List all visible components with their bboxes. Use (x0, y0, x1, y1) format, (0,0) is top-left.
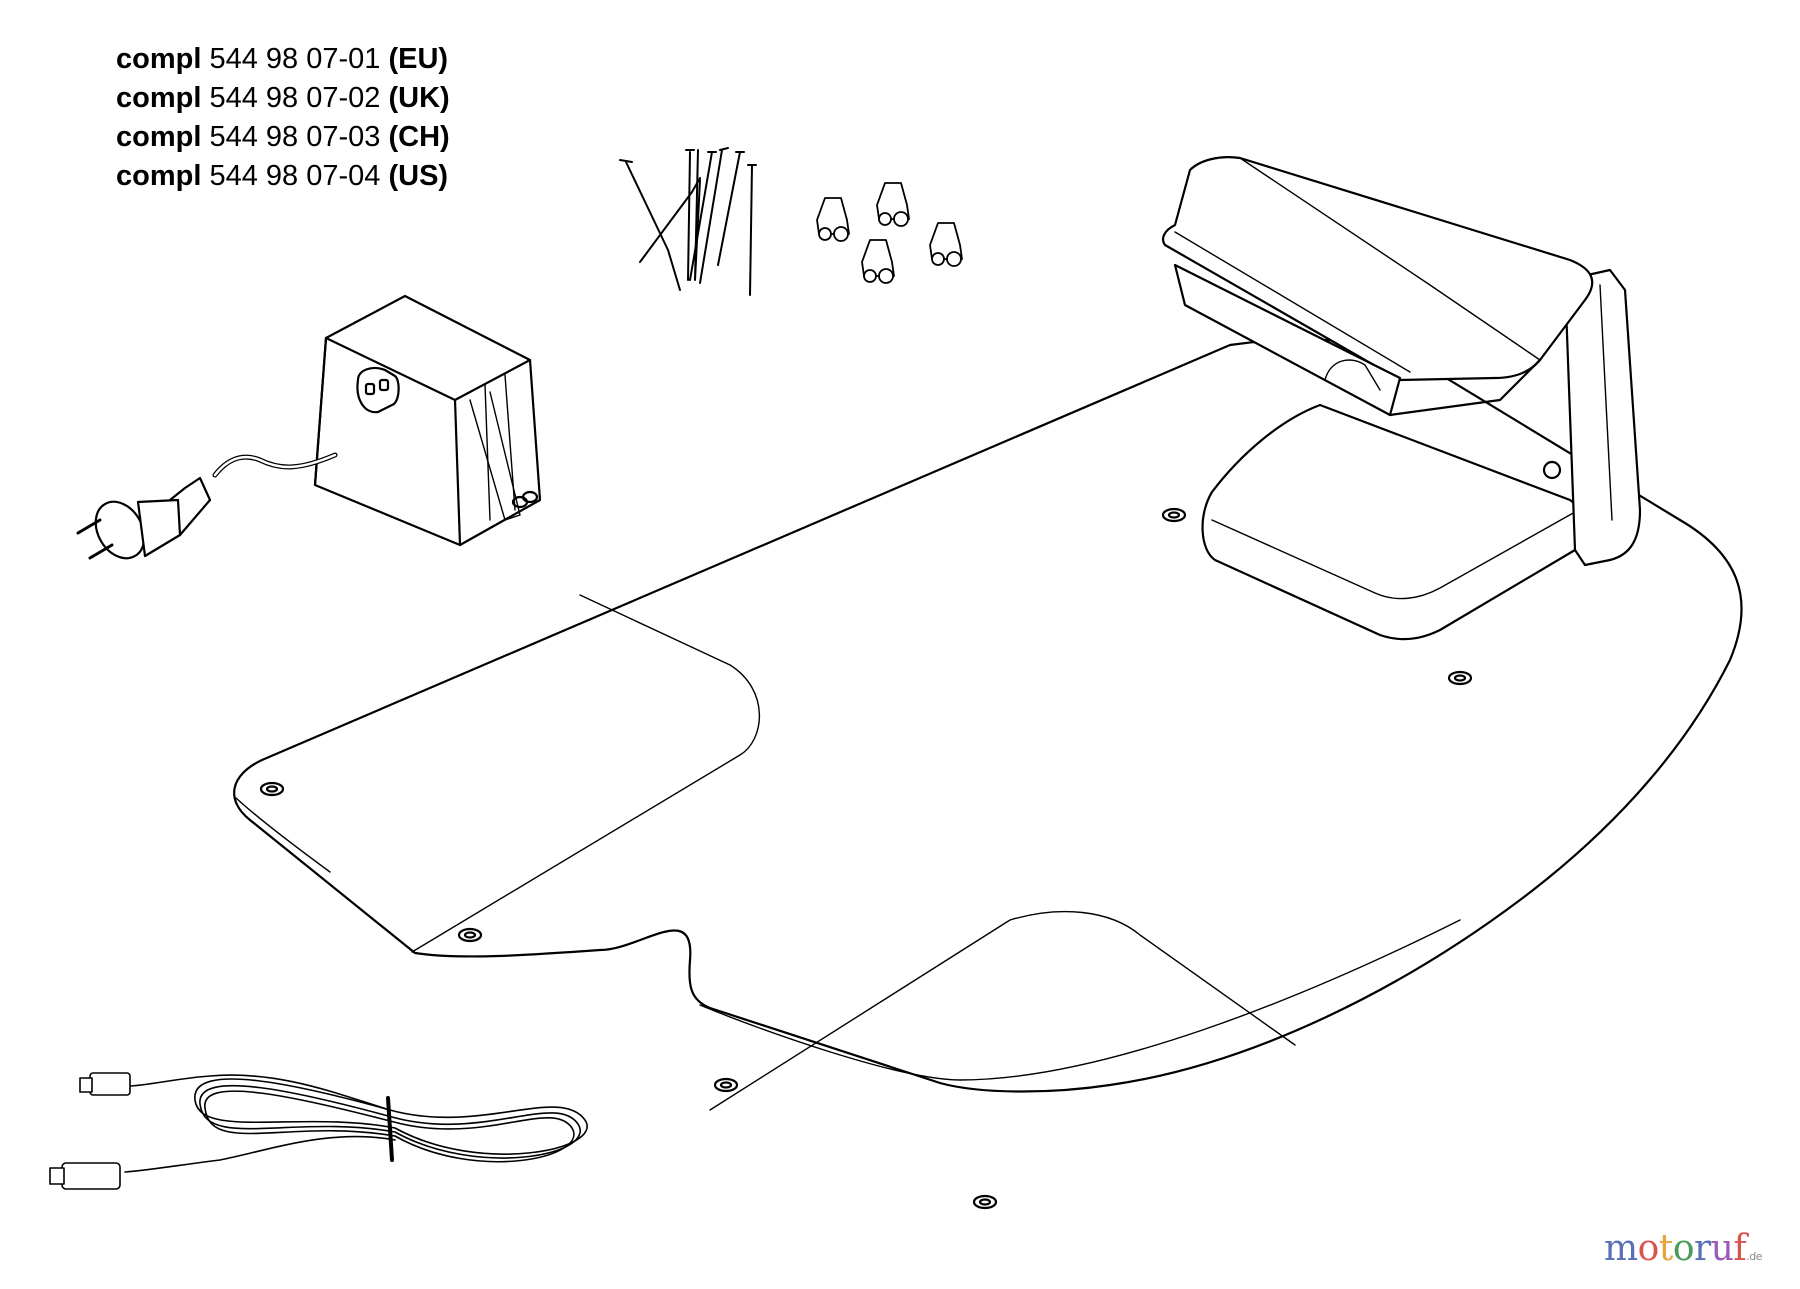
watermark-letter: f (1733, 1228, 1747, 1269)
part-region: (UK) (388, 82, 450, 114)
part-number: 544 98 07-03 (209, 121, 381, 153)
part-prefix: compl (116, 82, 202, 114)
watermark-letter: u (1710, 1228, 1734, 1269)
part-region: (US) (388, 160, 449, 192)
part-prefix: compl (116, 121, 202, 153)
power-supply (76, 294, 542, 560)
pegs (619, 147, 757, 296)
couplers (816, 182, 963, 284)
part-number: 544 98 07-01 (209, 43, 381, 75)
part-prefix: compl (116, 43, 202, 75)
watermark-letter: t (1658, 1228, 1673, 1269)
part-number: 544 98 07-02 (209, 82, 381, 114)
part-region: (CH) (388, 121, 450, 153)
part-line-us: compl 544 98 07-04 (US) (116, 157, 450, 196)
watermark-letter: o (1637, 1228, 1660, 1269)
watermark-letter: r (1694, 1228, 1711, 1269)
part-prefix: compl (116, 160, 202, 192)
part-line-eu: compl 544 98 07-01 (EU) (116, 40, 450, 79)
charging-station (1161, 156, 1642, 641)
base-plate (233, 338, 1743, 1210)
watermark-letter: m (1604, 1228, 1638, 1269)
watermark-logo: motoruf.de (1604, 1228, 1762, 1269)
watermark-letter: o (1672, 1228, 1695, 1269)
part-number: 544 98 07-04 (209, 160, 381, 192)
plate-holes (259, 507, 1473, 1210)
watermark-suffix: .de (1746, 1250, 1762, 1263)
cable-coil (49, 1072, 588, 1190)
part-line-uk: compl 544 98 07-02 (UK) (116, 79, 450, 118)
part-line-ch: compl 544 98 07-03 (CH) (116, 118, 450, 157)
part-region: (EU) (388, 43, 449, 75)
part-number-list: compl 544 98 07-01 (EU) compl 544 98 07-… (116, 40, 450, 196)
